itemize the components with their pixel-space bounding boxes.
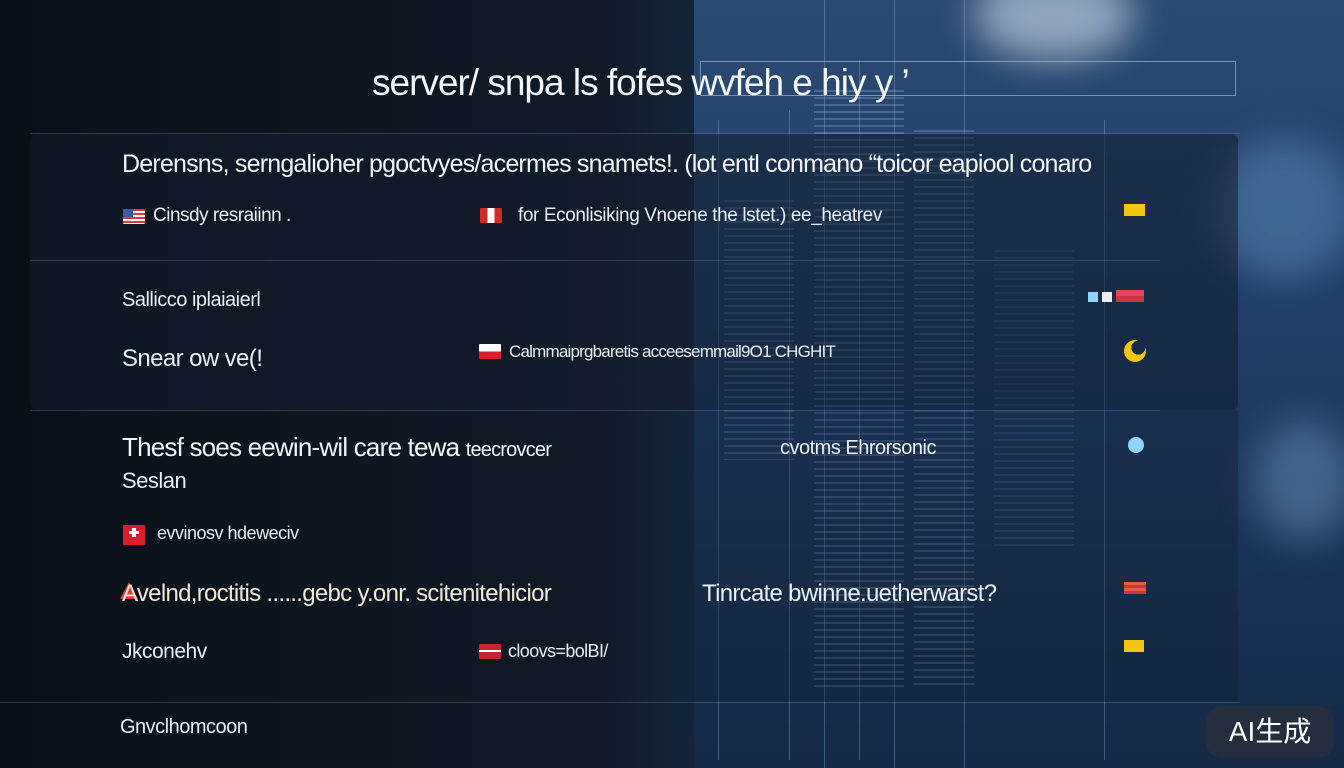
us-flag-icon — [123, 209, 145, 224]
moon-icon — [1124, 340, 1146, 362]
red-status-icon — [1124, 582, 1146, 594]
section-heading-suffix: teecrovcer — [465, 439, 552, 461]
footer-text[interactable]: Gnvclhomcoon — [120, 716, 248, 738]
row-value: for Econlisiking Vnoene the lstet.) ee_h… — [518, 205, 882, 226]
row-label[interactable]: Jkconehv — [122, 640, 207, 663]
warning-icon — [120, 582, 138, 599]
divider — [30, 133, 1240, 134]
divider — [30, 410, 1160, 411]
row-label[interactable]: Cinsdy resraiinn . — [153, 205, 291, 226]
cable-line — [859, 60, 860, 760]
panel-header: Derensns, serngalioher pgoctvyes/acermes… — [122, 150, 1092, 178]
cable-line — [718, 120, 719, 760]
multi-status-icon — [1116, 290, 1144, 302]
row-label[interactable]: evvinosv hdeweciv — [157, 523, 299, 543]
section-right-label: cvotms Ehrorsonic — [780, 437, 937, 459]
row-value: Tinrcate bwinne.uetherwarst? — [702, 580, 997, 607]
swiss-flag-icon — [123, 525, 145, 545]
row-value: cloovs=bolBI/ — [508, 641, 608, 661]
content-panel — [30, 134, 1238, 410]
divider — [0, 702, 1240, 703]
row-label[interactable]: Sallicco iplaiaierl — [122, 289, 261, 311]
multi-status-icon — [1088, 292, 1098, 302]
divider — [30, 260, 1160, 261]
yellow-status-icon — [1124, 640, 1144, 652]
light-glow — [974, 0, 1134, 60]
section-heading: Thesf soes eewin-wil care tewa teecrovce… — [122, 432, 552, 463]
flag-icon — [479, 344, 501, 359]
title-frame — [700, 61, 1236, 96]
ai-generated-badge: AI生成 — [1206, 706, 1334, 758]
yellow-status-icon — [1124, 204, 1145, 216]
section-subheading: Seslan — [122, 468, 187, 493]
cable-line — [789, 110, 790, 760]
flag-icon — [479, 644, 501, 659]
multi-status-icon — [1102, 292, 1112, 302]
light-glow — [1254, 420, 1344, 540]
content-panel-lower — [694, 410, 1238, 702]
row-label[interactable]: Avelnd,roctitis ......gebc y.onr. sciten… — [122, 580, 552, 607]
cable-line — [1104, 120, 1105, 760]
page-title: server/ snpa ls fofes wvfeh e hiy y ’ — [372, 62, 910, 103]
row-value: Calmmaiprgbaretis acceesemmail9O1 CHGHIT — [509, 342, 836, 361]
red-flag-icon — [480, 208, 502, 223]
section-heading-main: Thesf soes eewin-wil care tewa — [122, 432, 460, 462]
row-label[interactable]: Snear ow ve(! — [122, 345, 263, 372]
cyan-status-icon — [1128, 437, 1144, 453]
